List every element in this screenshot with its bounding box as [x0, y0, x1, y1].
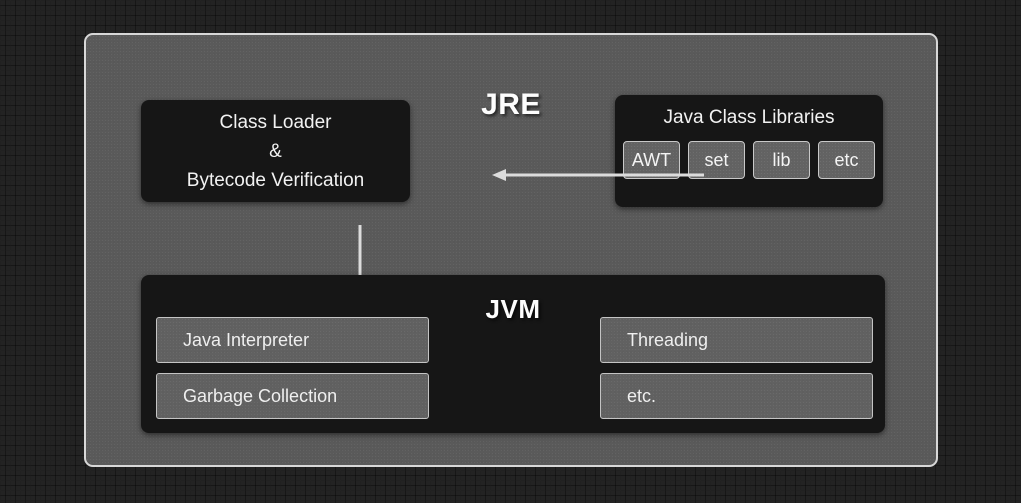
jvm-title: JVM [485, 294, 541, 324]
jvm-left-column: Java Interpreter Garbage Collection [156, 317, 429, 419]
jvm-right-column: Threading etc. [600, 317, 873, 419]
class-loader-line-3: Bytecode Verification [186, 169, 365, 191]
java-class-libraries-title: Java Class Libraries [663, 107, 835, 128]
class-loader-line-2: & [269, 140, 282, 162]
library-chip-awt: AWT [623, 141, 680, 179]
jvm-item-java-interpreter: Java Interpreter [156, 317, 429, 363]
jvm-item-garbage-collection: Garbage Collection [156, 373, 429, 419]
library-chip-etc: etc [818, 141, 875, 179]
jvm-item-threading: Threading [600, 317, 873, 363]
class-loader-box: Class Loader & Bytecode Verification [141, 100, 410, 202]
jre-title: JRE [481, 88, 541, 121]
jvm-item-etc: etc. [600, 373, 873, 419]
library-chip-group: AWT set lib etc [615, 141, 883, 179]
java-class-libraries-box: Java Class Libraries AWT set lib etc [615, 95, 883, 207]
arrow-libraries-to-class-loader-icon [492, 169, 704, 181]
jre-panel: JRE Class Loader & Bytecode Verification… [84, 33, 938, 467]
library-chip-lib: lib [753, 141, 810, 179]
jvm-panel: JVM Java Interpreter Garbage Collection … [141, 275, 885, 433]
class-loader-line-1: Class Loader [219, 111, 332, 133]
library-chip-set: set [688, 141, 745, 179]
